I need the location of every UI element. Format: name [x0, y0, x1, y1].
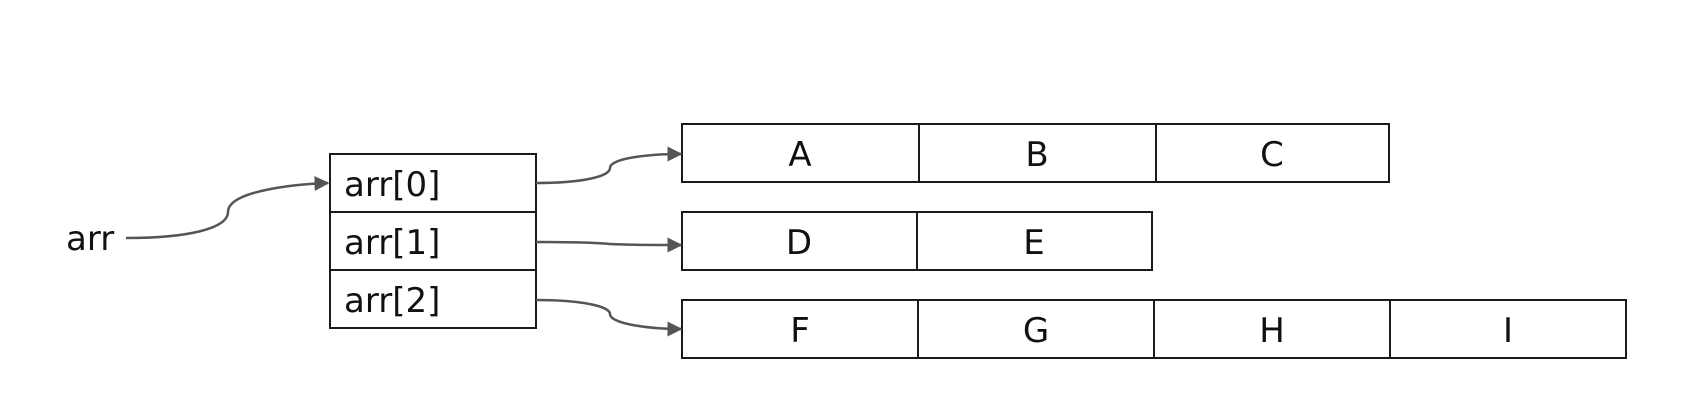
- row-2-cell-1-label: G: [1023, 311, 1049, 351]
- pointer-cell-1: [329, 211, 537, 271]
- array-row-0: A B C: [681, 123, 1390, 183]
- pointer-cell-2-label: arr[2]: [344, 281, 440, 321]
- row-2-cell-1: [917, 299, 1155, 359]
- arrow-cell-1-to-row-1: [535, 237, 683, 253]
- row-0-cell-1: [918, 123, 1157, 183]
- array-row-2: F G H I: [681, 299, 1627, 359]
- pointer-cell-1-label: arr[1]: [344, 223, 440, 263]
- array-row-1: D E: [681, 211, 1153, 271]
- row-1-cell-0: [681, 211, 918, 271]
- connectors: [125, 146, 683, 337]
- row-1-cell-1: [916, 211, 1153, 271]
- row-1-cell-0-label: D: [786, 223, 812, 263]
- row-0-cell-2: [1155, 123, 1390, 183]
- pointer-cell-0-label: arr[0]: [344, 165, 440, 205]
- row-2-cell-3-label: I: [1503, 311, 1513, 351]
- row-1-cell-1-label: E: [1023, 223, 1044, 263]
- row-2-cell-0-label: F: [790, 311, 810, 351]
- row-0-cell-0-label: A: [788, 135, 811, 175]
- arrow-cell-2-to-row-2: [535, 298, 683, 337]
- arr-label: arr: [66, 219, 114, 259]
- arrow-cell-0-to-row-0: [535, 146, 683, 185]
- row-2-cell-3: [1389, 299, 1627, 359]
- pointer-cell-0: [329, 153, 537, 213]
- row-0-cell-2-label: C: [1260, 135, 1284, 175]
- row-0-cell-1-label: B: [1025, 135, 1048, 175]
- arrow-arr-to-pointer-array: [125, 175, 330, 240]
- pointer-cell-2: [329, 269, 537, 329]
- pointer-array: arr[0] arr[1] arr[2]: [329, 153, 537, 329]
- row-2-cell-2-label: H: [1259, 311, 1285, 351]
